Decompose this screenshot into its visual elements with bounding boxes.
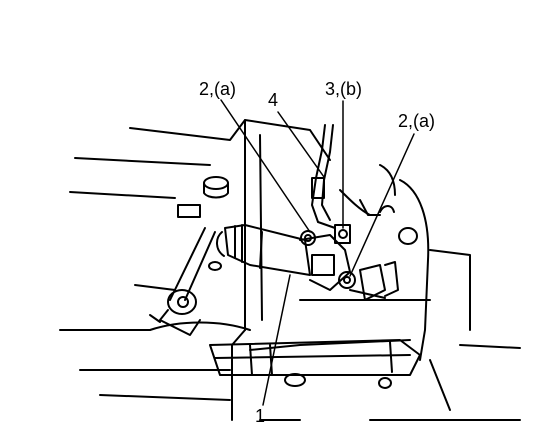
callout-2a-right: 2,(a) xyxy=(398,111,436,131)
lower-crossmember xyxy=(209,339,421,376)
bleeder-fitting xyxy=(334,224,351,244)
housing-bolts xyxy=(203,176,418,389)
hose-bracket xyxy=(349,261,399,301)
callout-4: 4 xyxy=(268,90,279,110)
clutch-release-cylinder xyxy=(216,224,351,291)
cylinder-bolts xyxy=(300,230,356,289)
callout-2a-left: 2,(a) xyxy=(199,79,237,99)
leader-lines xyxy=(220,99,415,406)
transmission-housing xyxy=(59,119,521,421)
callout-1: 1 xyxy=(255,406,266,426)
release-fork xyxy=(149,204,216,336)
callout-3b: 3,(b) xyxy=(325,79,363,99)
